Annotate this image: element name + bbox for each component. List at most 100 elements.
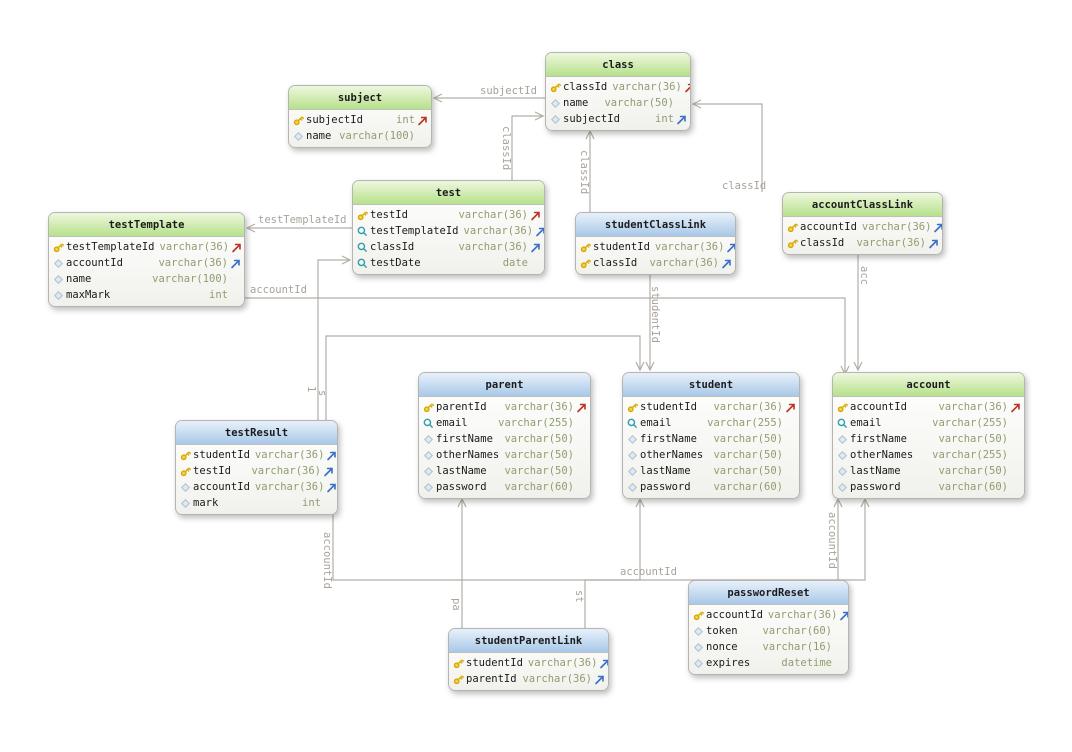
primary-key-icon: [693, 611, 705, 620]
relationship-label: classId: [722, 180, 766, 192]
relationship-line-test-class[interactable]: [511, 115, 543, 180]
table-header-testResult[interactable]: testResult: [176, 421, 337, 445]
column-name: accountId: [800, 221, 857, 233]
column-icon: [835, 482, 850, 493]
relationship-label: accountId: [826, 512, 838, 569]
column-type: varchar(50): [504, 465, 574, 477]
relationship-line-testResult-account[interactable]: [332, 499, 866, 581]
table-header-testTemplate[interactable]: testTemplate: [49, 213, 244, 237]
table-header-accountClassLink[interactable]: accountClassLink: [783, 193, 942, 217]
primary-key-icon: [293, 116, 305, 125]
primary-key-icon: [180, 467, 192, 476]
column-student-password[interactable]: password varchar(60): [623, 479, 799, 495]
table-header-studentClassLink[interactable]: studentClassLink: [576, 213, 735, 237]
column-name: parentId: [436, 401, 487, 413]
relationship-arrowhead: [635, 361, 645, 372]
table-header-studentParentLink[interactable]: studentParentLink: [449, 629, 608, 653]
column-name: testId: [193, 465, 231, 477]
column-type: varchar(36): [254, 481, 325, 493]
column-type: varchar(60): [713, 481, 783, 493]
table-header-student[interactable]: student: [623, 373, 799, 397]
table-header-parent[interactable]: parent: [419, 373, 590, 397]
table-header-passwordReset[interactable]: passwordReset: [689, 581, 848, 605]
primary-key-icon: [453, 659, 465, 668]
table-header-class[interactable]: class: [546, 53, 690, 77]
column-type: varchar(36): [938, 401, 1008, 413]
column-name: accountId: [66, 257, 123, 269]
relationship-line-testTemplate-account[interactable]: [245, 297, 846, 374]
relationship-arrowhead: [860, 497, 870, 508]
relationship-line-studentParentLink-student[interactable]: [584, 499, 641, 628]
column-name: name: [563, 97, 589, 109]
foreign-key-arrow-icon: [724, 242, 735, 253]
primary-key-icon: [580, 259, 592, 268]
table-header-subject[interactable]: subject: [289, 86, 431, 110]
relationship-line-testResult-student[interactable]: [325, 335, 641, 420]
column-name: password: [640, 481, 691, 493]
table-header-test[interactable]: test: [353, 181, 544, 205]
table-header-account[interactable]: account: [833, 373, 1024, 397]
relationship-line-testResult-test[interactable]: [317, 259, 350, 420]
table-title: testTemplate: [108, 218, 185, 231]
relationship-line-accountClassLink-class[interactable]: [693, 103, 763, 192]
table-title: test: [435, 186, 462, 199]
